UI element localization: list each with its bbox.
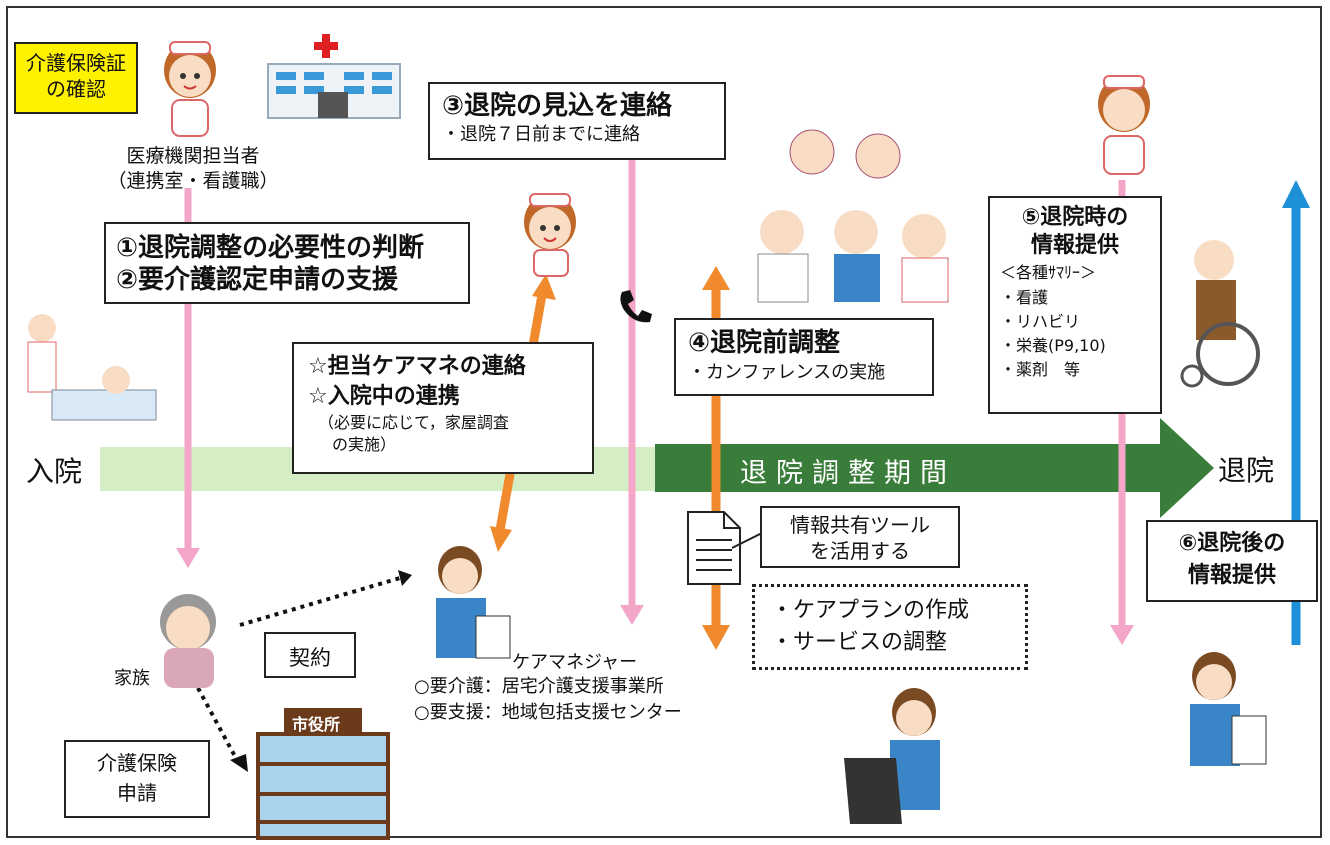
hospital-staff-line2: （連携室・看護職） bbox=[107, 170, 279, 192]
nurse-icon bbox=[164, 41, 216, 137]
hospital-staff-label: 医療機関担当者 （連携室・看護職） bbox=[98, 144, 288, 194]
apply-line1: 介護保険 bbox=[97, 751, 177, 775]
period-arrow bbox=[655, 418, 1214, 518]
step1-text: ①退院調整の必要性の判断 bbox=[116, 233, 425, 263]
step5-item2: ・リハビリ bbox=[1000, 312, 1081, 331]
star-line1: ☆担当ケアマネの連絡 bbox=[308, 354, 526, 379]
dotted-head-cityhall bbox=[230, 754, 248, 772]
step6-line1: ⑥退院後の bbox=[1178, 531, 1286, 556]
step5-summary: ＜各種ｻﾏﾘｰ＞ bbox=[1000, 263, 1097, 282]
dotted-head-contract bbox=[398, 570, 412, 586]
hospital-icon bbox=[267, 34, 401, 119]
insurance-check-line2: の確認 bbox=[46, 77, 106, 101]
family-label: 家族 bbox=[114, 668, 150, 689]
doctor-icon bbox=[757, 129, 949, 303]
orange-head-1a bbox=[532, 274, 556, 300]
info-tool-line1: 情報共有ツール bbox=[790, 513, 930, 537]
care-types-list: ○要介護：居宅介護支援事業所 ○要支援：地域包括支援センター bbox=[414, 674, 682, 726]
orange-head-2a bbox=[702, 266, 730, 290]
care-manager-label: ケアマネジャー bbox=[512, 652, 638, 673]
step2-text: ②要介護認定申請の支援 bbox=[116, 265, 399, 295]
laptop-icon bbox=[844, 688, 940, 824]
step5-title2: 情報提供 bbox=[1030, 233, 1119, 258]
care-manager-icon bbox=[436, 546, 511, 659]
dotted-line-contract bbox=[239, 576, 401, 627]
patient-bed-icon bbox=[27, 314, 157, 421]
step5-box: ⑤退院時の 情報提供 ＜各種ｻﾏﾘｰ＞ ・看護 ・リハビリ ・栄養(P9,10)… bbox=[988, 196, 1162, 414]
callout-line bbox=[731, 531, 765, 549]
star-line2: ☆入院中の連携 bbox=[308, 384, 460, 409]
step6-box: ⑥退院後の 情報提供 bbox=[1146, 520, 1318, 602]
family-icon bbox=[160, 594, 216, 688]
insurance-check-line1: 介護保険証 bbox=[26, 51, 126, 75]
discharge-label: 退院 bbox=[1218, 454, 1275, 487]
step5-item3: ・栄養(P9,10) bbox=[1000, 336, 1106, 355]
step5-item1: ・看護 bbox=[1000, 288, 1049, 307]
period-label: 退院調整期間 bbox=[740, 458, 956, 489]
insurance-check-box: 介護保険証 の確認 bbox=[14, 42, 138, 114]
step4-title: ④退院前調整 bbox=[688, 328, 841, 358]
care-type-1: ○要介護：居宅介護支援事業所 bbox=[414, 676, 664, 697]
nurse-icon bbox=[524, 193, 576, 277]
care-manager-icon bbox=[1190, 652, 1267, 766]
blue-arrow-head bbox=[1282, 180, 1310, 208]
city-hall-icon bbox=[256, 708, 390, 840]
pink-arrow-3 bbox=[1110, 625, 1134, 645]
step3-title: ③退院の見込を連絡 bbox=[442, 91, 673, 121]
phone-icon bbox=[620, 290, 652, 323]
step12-box: ①退院調整の必要性の判断 ②要介護認定申請の支援 bbox=[104, 222, 470, 304]
admission-label: 入院 bbox=[26, 455, 83, 488]
pink-arrow-1 bbox=[176, 548, 200, 568]
info-tool-line2: を活用する bbox=[810, 539, 910, 563]
step4-box: ④退院前調整 ・カンファレンスの実施 bbox=[674, 318, 934, 396]
hospital-staff-line1: 医療機関担当者 bbox=[126, 145, 260, 167]
step3-box: ③退院の見込を連絡 ・退院７日前までに連絡 bbox=[428, 82, 726, 160]
info-tool-box: 情報共有ツール を活用する bbox=[760, 506, 960, 568]
step6-line2: 情報提供 bbox=[1187, 563, 1276, 588]
care-type-2: ○要支援：地域包括支援センター bbox=[414, 702, 682, 723]
document-icon bbox=[687, 511, 741, 585]
wheelchair-icon bbox=[1180, 240, 1260, 388]
careplan-line2: ・サービスの調整 bbox=[771, 630, 948, 655]
contract-box: 契約 bbox=[264, 632, 356, 678]
careplan-line1: ・ケアプランの作成 bbox=[771, 598, 970, 623]
diagram-frame bbox=[6, 6, 1322, 838]
orange-head-1b bbox=[490, 526, 512, 552]
star-line3: （必要に応じて，家屋調査 bbox=[318, 413, 509, 432]
star-box: ☆担当ケアマネの連絡 ☆入院中の連携 （必要に応じて，家屋調査 の実施） bbox=[292, 342, 594, 474]
contract-label: 契約 bbox=[289, 646, 331, 670]
careplan-box: ・ケアプランの作成 ・サービスの調整 bbox=[752, 584, 1028, 670]
nurse-icon bbox=[1098, 75, 1150, 175]
pink-arrow-2 bbox=[620, 605, 644, 625]
step3-sub: ・退院７日前までに連絡 bbox=[442, 124, 640, 145]
orange-head-2b bbox=[702, 625, 730, 650]
step5-title1: ⑤退院時の bbox=[1021, 205, 1129, 230]
step4-sub: ・カンファレンスの実施 bbox=[688, 362, 886, 383]
apply-box: 介護保険 申請 bbox=[64, 740, 210, 818]
apply-line2: 申請 bbox=[117, 781, 157, 805]
city-hall-label: 市役所 bbox=[292, 715, 341, 734]
star-line4: の実施） bbox=[332, 435, 397, 454]
step5-item4: ・薬剤 等 bbox=[1000, 360, 1081, 379]
